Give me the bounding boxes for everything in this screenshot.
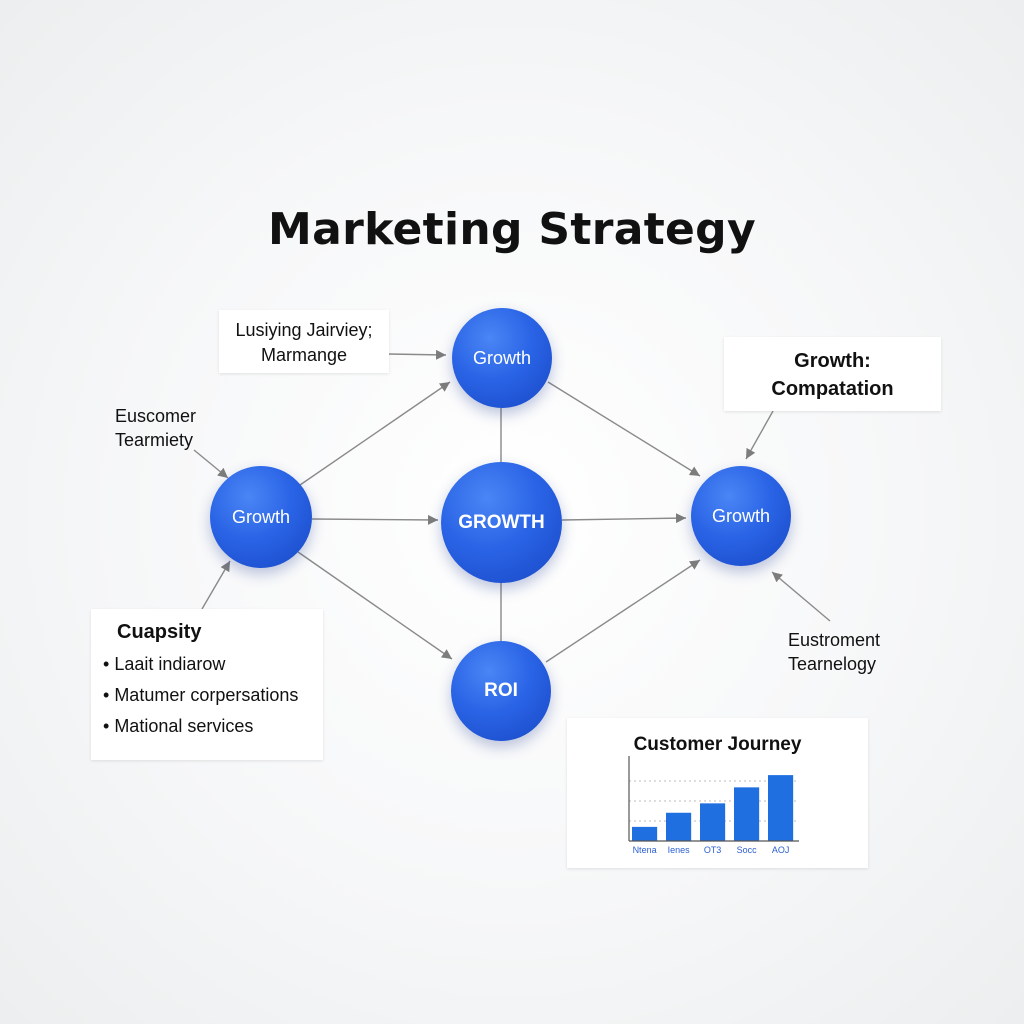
bar (768, 775, 794, 841)
arrow-topright-box (745, 410, 774, 460)
x-tick-label: Socc (737, 845, 758, 855)
left-label-line1: Euscomer (115, 406, 197, 426)
edge-bottom-to-right (545, 559, 701, 663)
diagram-title: Marketing Strategy (268, 204, 756, 255)
arrow-right-label (771, 571, 831, 622)
node-top-label: Growth (472, 347, 532, 368)
node-left-growth: Growth (210, 466, 312, 568)
top-right-callout-line1: Growth: (794, 350, 871, 372)
list-box-title: Cuapsity (117, 621, 202, 643)
edge-left-to-center (311, 514, 439, 525)
bar (666, 812, 692, 841)
edge-center-to-right (561, 513, 687, 524)
chart-card: Customer Journey Ntena Ienes OT3 Socc AOJ (567, 718, 868, 868)
chart-title: Customer Journey (633, 734, 802, 755)
node-center-growth: GROWTH (441, 462, 562, 583)
left-label: Euscomer Tearmiety (115, 404, 196, 453)
node-left-label: Growth (231, 506, 291, 527)
right-label: Eustroment Tearnelogy (788, 628, 880, 677)
bar (734, 787, 760, 841)
list-item: Matumer corpersations (103, 685, 323, 706)
bar (700, 803, 726, 841)
top-left-callout-line1: Lusiying Jairviey; (235, 320, 373, 340)
top-right-callout-line2: Compatation (771, 378, 894, 400)
edge-top-to-right (547, 381, 701, 477)
x-tick-label: Ienes (668, 845, 691, 855)
edge-left-to-top (299, 381, 451, 486)
node-right-label: Growth (711, 505, 771, 526)
arrow-list-box (201, 560, 231, 610)
node-center-label: GROWTH (458, 511, 545, 533)
top-right-callout: Growth: Compatation (724, 337, 941, 411)
bar (632, 826, 658, 841)
x-tick-label: AOJ (772, 845, 790, 855)
x-tick-label: Ntena (633, 845, 657, 855)
left-label-line2: Tearmiety (115, 430, 194, 451)
node-top-growth: Growth (452, 308, 552, 408)
right-label-line2: Tearnelogy (788, 654, 877, 675)
node-bottom-roi: ROI (451, 641, 551, 741)
node-bottom-label: ROI (484, 680, 518, 701)
bar-chart: Ntena Ienes OT3 Socc AOJ (628, 756, 799, 855)
edge-left-to-bottom (297, 551, 453, 660)
top-left-callout-line2: Marmange (260, 345, 348, 366)
right-label-line1: Eustroment (788, 630, 881, 650)
node-right-growth: Growth (691, 466, 791, 566)
list-box: Cuapsity Laait indiarow Matumer corpersa… (91, 609, 323, 760)
arrow-left-label (193, 449, 229, 479)
x-tick-label: OT3 (704, 845, 722, 855)
top-left-callout: Lusiying Jairviey; Marmange (219, 310, 389, 373)
arrow-topleft-box (387, 349, 447, 360)
list-item: Laait indiarow (103, 654, 323, 675)
list-item: Mational services (103, 716, 323, 737)
